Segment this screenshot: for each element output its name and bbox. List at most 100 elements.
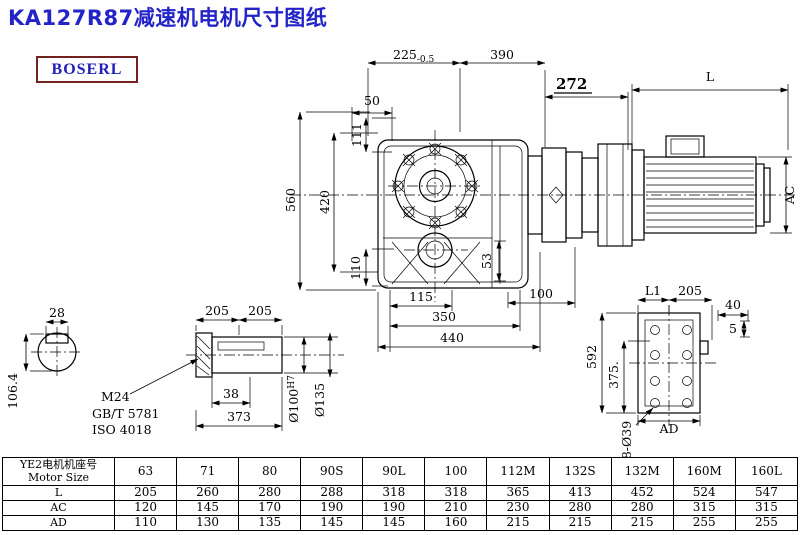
dim-272: 272	[556, 75, 587, 93]
boserl-logo-box: BOSERL	[36, 56, 138, 83]
cell: 120	[113, 500, 178, 516]
cell: 280	[238, 485, 302, 501]
dim-205-b: 205	[248, 303, 272, 318]
dim-106-4: 106.4	[5, 373, 20, 409]
housing-outline	[377, 139, 529, 289]
col-header: 100	[424, 457, 488, 486]
note-m24: M24	[101, 389, 130, 404]
motor-view	[527, 135, 771, 247]
dim-205-a: 205	[205, 303, 229, 318]
flange-bolt-hole	[650, 350, 660, 360]
col-header: 132M	[610, 457, 674, 486]
table-row-AC: AC 120 145 170 190 190 210 230 280 280 3…	[2, 500, 799, 516]
flange-bolt-hole	[650, 398, 660, 408]
col-header: 112M	[486, 457, 550, 486]
cell: 318	[362, 485, 426, 501]
dim-d100-value: Ø100	[286, 389, 301, 423]
cell: 318	[424, 485, 488, 501]
flange-view: L1 205 40 5 592 375. AD 8-Ø39	[584, 283, 750, 457]
header-motor-size-en: Motor Size	[27, 470, 90, 484]
cell: 365	[486, 485, 550, 501]
left-dimensions: 560 420 111 110	[283, 111, 396, 291]
dim-560: 560	[283, 188, 298, 212]
cell: 215	[548, 515, 612, 531]
dim-420: 420	[317, 190, 332, 214]
flange-bolt-hole	[650, 325, 660, 335]
boserl-logo-text: BOSERL	[51, 60, 123, 78]
centerlines	[31, 130, 795, 426]
top-dimensions: 225-0.5 390 272 L 50	[351, 47, 789, 150]
dim-50: 50	[364, 93, 380, 108]
cell: 230	[486, 500, 550, 516]
dim-350: 350	[432, 309, 456, 324]
flange-outline	[637, 312, 701, 414]
dim-111: 111	[349, 123, 364, 147]
cell: 205	[113, 485, 178, 501]
cell: 547	[734, 485, 799, 501]
dim-d135: Ø135	[312, 383, 327, 417]
cell: 215	[610, 515, 674, 531]
table-row-L: L 205 260 280 288 318 318 365 413 452 52…	[2, 485, 799, 501]
dim-100: 100	[529, 286, 553, 301]
table-row-AD: AD 110 130 135 145 145 160 215 215 215 2…	[2, 515, 799, 531]
header-motor-size-cn: YE2电机机座号	[19, 458, 98, 472]
flange-bolt-hole	[682, 350, 692, 360]
cell: 210	[424, 500, 488, 516]
cell: 160	[424, 515, 488, 531]
output-bore-circle	[394, 145, 476, 227]
cell: 280	[548, 500, 612, 516]
shaft-section-view: 28 106.4	[5, 305, 77, 409]
flange-bolt-hole	[682, 398, 692, 408]
page-title: KA127R87减速机电机尺寸图纸	[8, 6, 328, 30]
cell: 452	[610, 485, 674, 501]
cell: 413	[548, 485, 612, 501]
table-header-row: YE2电机机座号 Motor Size 63 71 80 90S 90L 100…	[2, 457, 799, 486]
motor-size-table: YE2电机机座号 Motor Size 63 71 80 90S 90L 100…	[2, 457, 799, 531]
dim-38: 38	[223, 386, 239, 401]
cell: 215	[486, 515, 550, 531]
technical-drawing: 225-0.5 390 272 L 50 560 420 111 110	[5, 47, 797, 457]
cell: 145	[300, 515, 364, 531]
shaft-body	[211, 336, 283, 374]
dim-115: 115	[409, 289, 433, 304]
cell: 190	[362, 500, 426, 516]
dim-225: 225-0.5	[393, 47, 434, 65]
col-header: 90S	[300, 457, 364, 486]
cell: 110	[113, 515, 178, 531]
dim-5: 5	[729, 321, 737, 336]
dim-d100-h7: Ø100H7	[286, 375, 301, 423]
dim-375: 375.	[606, 361, 621, 389]
cell: 280	[610, 500, 674, 516]
dim-L1: L1	[645, 283, 661, 298]
cell: 524	[672, 485, 736, 501]
dim-390: 390	[490, 47, 514, 62]
shaft-circle	[37, 332, 77, 372]
row-label-AC: AC	[2, 500, 115, 516]
bolt-callout-leader	[635, 407, 654, 426]
key-outline	[45, 333, 69, 344]
cell: 170	[238, 500, 302, 516]
cell: 135	[238, 515, 302, 531]
dim-28: 28	[49, 305, 65, 320]
cell: 315	[672, 500, 736, 516]
dim-L: L	[706, 69, 714, 84]
cell: 315	[734, 500, 799, 516]
note-iso-4018: ISO 4018	[92, 422, 152, 437]
row-label-AD: AD	[2, 515, 115, 531]
col-header: 71	[176, 457, 240, 486]
dim-440: 440	[440, 330, 464, 345]
header-motor-size: YE2电机机座号 Motor Size	[2, 457, 115, 486]
cell: 288	[300, 485, 364, 501]
flange-bolt-hole	[682, 325, 692, 335]
col-header: 160M	[672, 457, 736, 486]
shaft-side-view: 205 205 M24 GB/T 5781 ISO 4018 38 373 Ø1…	[92, 303, 338, 437]
flange-side-tab	[699, 340, 709, 355]
cell: 190	[300, 500, 364, 516]
col-header: 160L	[734, 457, 799, 486]
col-header: 80	[238, 457, 302, 486]
dim-40: 40	[725, 297, 741, 312]
gearbox-housing-view	[377, 139, 529, 289]
cell: 255	[734, 515, 799, 531]
bottom-dimensions: 115 100 350 440 53	[377, 240, 576, 352]
